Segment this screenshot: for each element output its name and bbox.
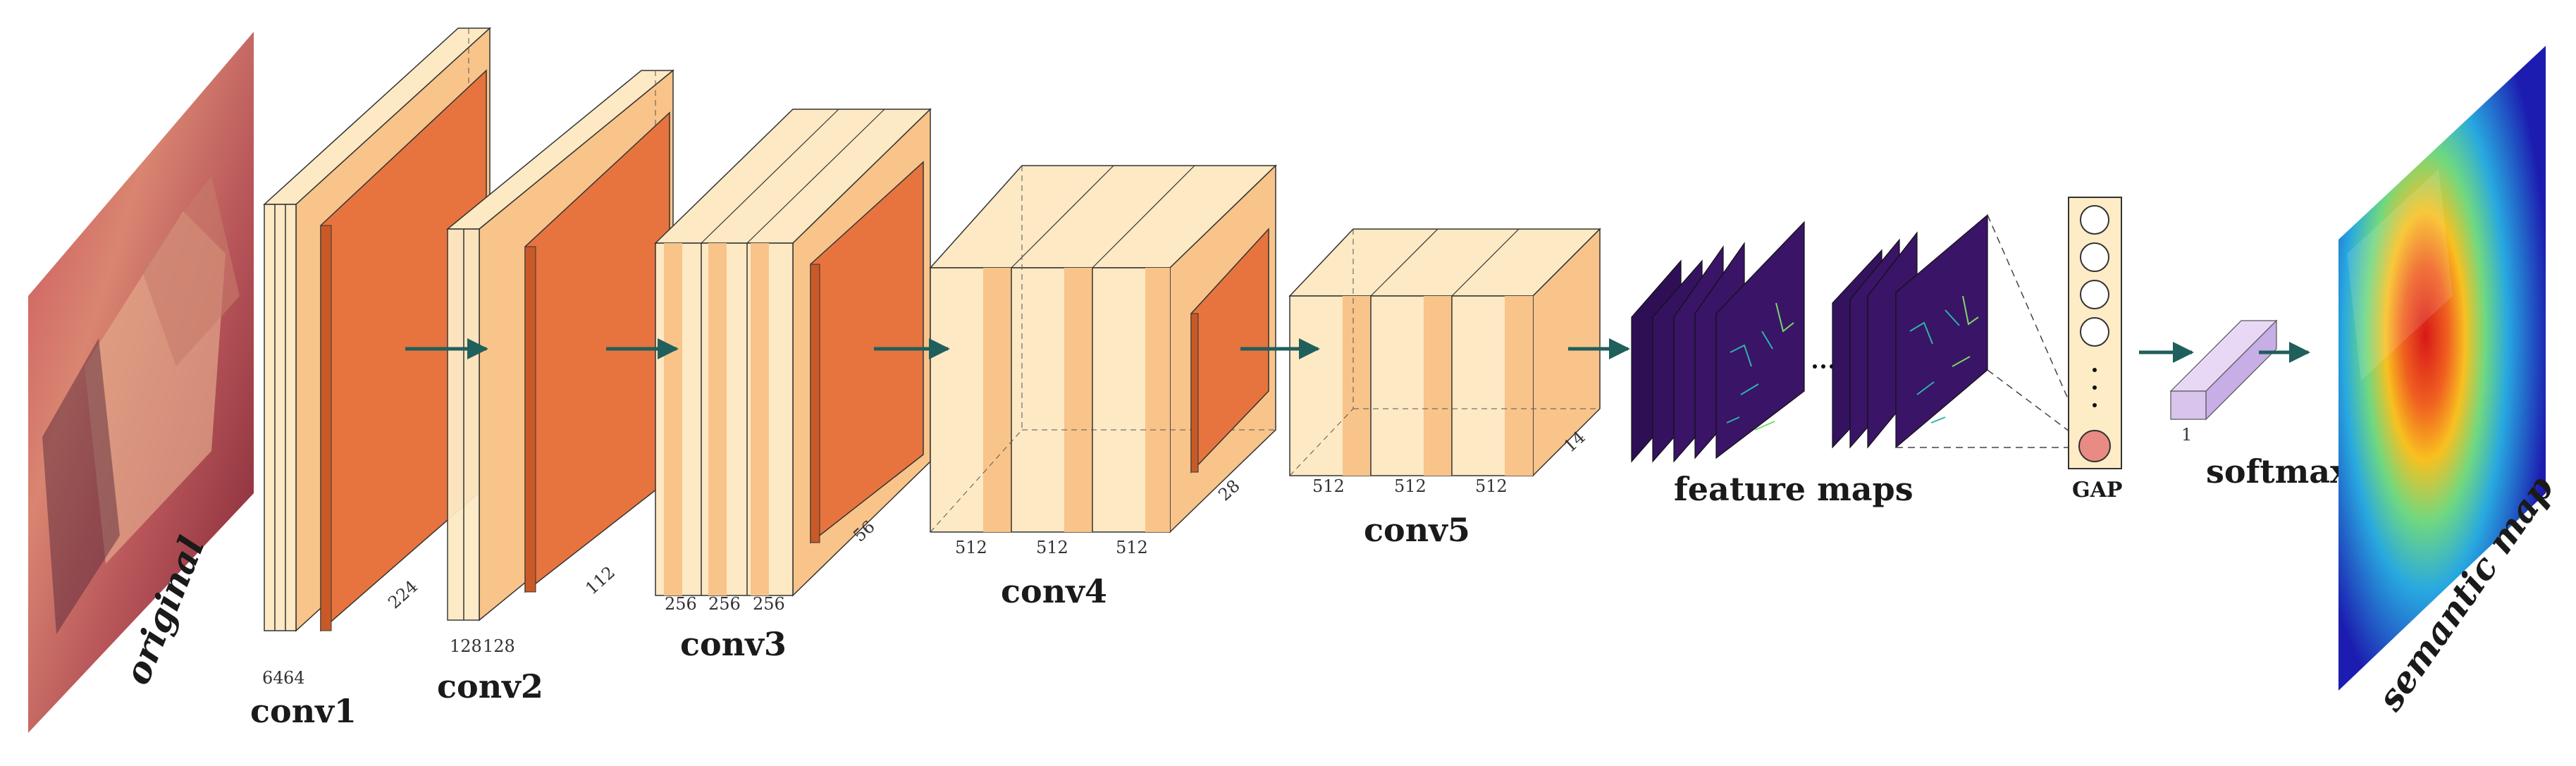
- conv1-size: 224: [384, 576, 421, 612]
- softmax-size: 1: [2181, 425, 2192, 445]
- conv5-label: conv5: [1364, 511, 1470, 549]
- conv2-label: conv2: [437, 667, 543, 705]
- gap-label: GAP: [2072, 478, 2122, 502]
- gap-vector: [2068, 197, 2122, 469]
- conv4-channel-2: 512: [1116, 538, 1148, 557]
- conv3-block: [654, 108, 932, 597]
- conv1-label: conv1: [250, 692, 357, 730]
- conv2-size: 112: [581, 562, 619, 598]
- conv2-block: [445, 69, 675, 622]
- semantic-map: [2338, 46, 2546, 691]
- conv5-channel-2: 512: [1475, 476, 1508, 496]
- conv2-channel-0: 128: [450, 636, 482, 656]
- softmax-block: [2169, 319, 2278, 421]
- conv3-channel-0: 256: [665, 594, 697, 614]
- conv1-channel-0: 64: [262, 668, 284, 688]
- feature-maps-label: feature maps: [1674, 470, 1913, 508]
- conv1-channel-1: 64: [283, 668, 305, 688]
- conv3-channel-1: 256: [708, 594, 741, 614]
- conv3-label: conv3: [680, 625, 787, 663]
- conv4-label: conv4: [1001, 572, 1107, 610]
- original-image: [28, 32, 254, 733]
- conv5-block: [1288, 228, 1601, 477]
- conv4-channel-0: 512: [955, 538, 987, 557]
- conv4-block: [929, 164, 1277, 533]
- conv4-channel-1: 512: [1036, 538, 1068, 557]
- conv3-channel-2: 256: [753, 594, 785, 614]
- feature-maps: [1631, 214, 1988, 463]
- softmax-label: softmax: [2206, 452, 2350, 490]
- conv1-block: [263, 27, 491, 632]
- conv5-channel-1: 512: [1394, 476, 1426, 496]
- conv2-channel-1: 128: [483, 636, 515, 656]
- conv5-channel-0: 512: [1312, 476, 1345, 496]
